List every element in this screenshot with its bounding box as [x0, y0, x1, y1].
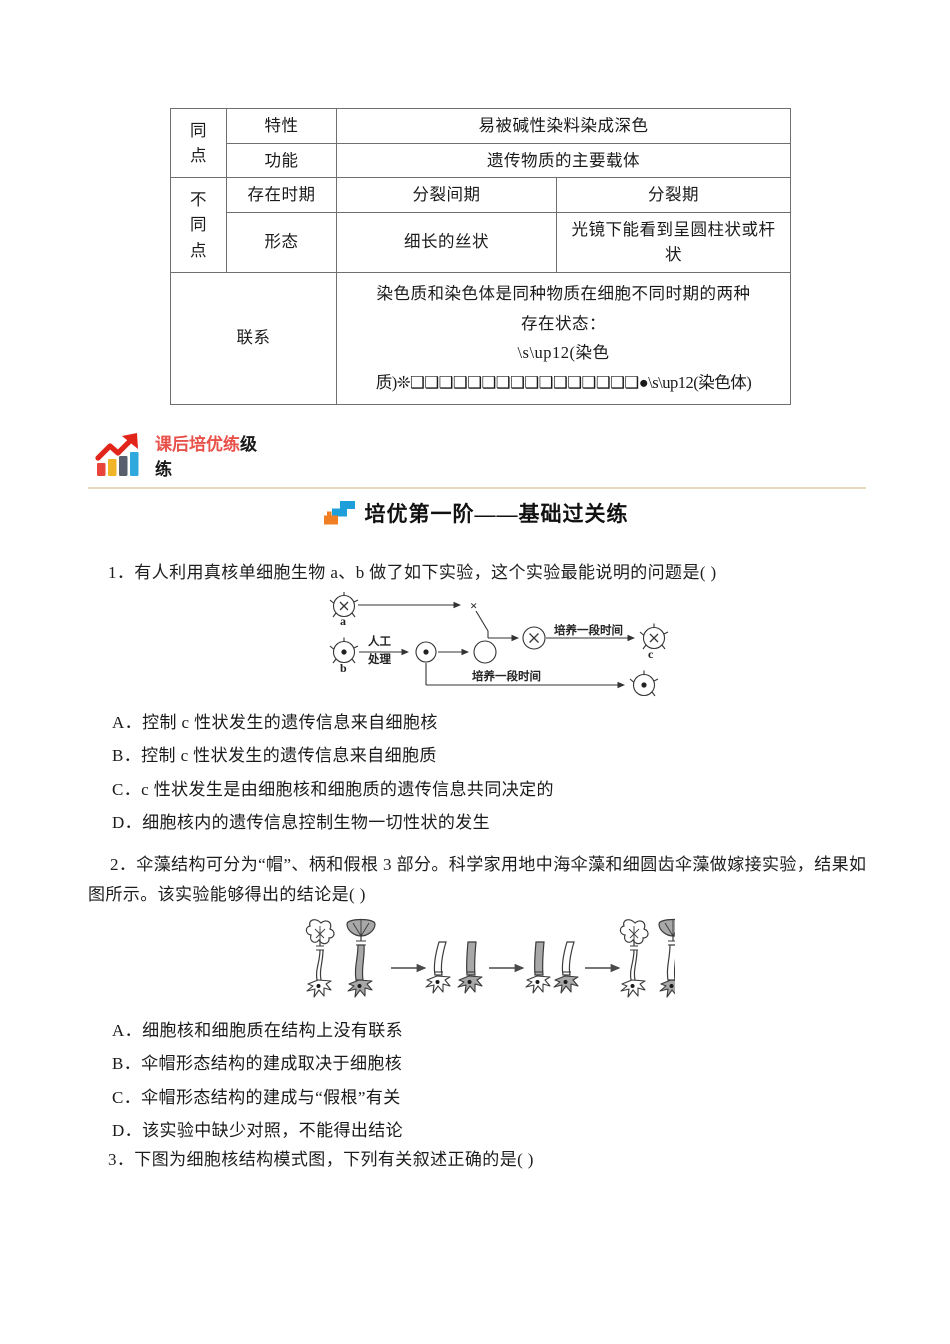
cell-category-same: 同 点: [170, 107, 227, 179]
table-row: 不 同 点 存在时期 分裂间期 分裂期: [170, 177, 791, 273]
table-row: 同 点 特性 易被碱性染料染成深色: [170, 107, 791, 179]
cat-char-2: 点: [190, 146, 207, 166]
cat-char-1: 同: [190, 120, 207, 140]
cell-value-property: 易被碱性染料染成深色: [336, 108, 791, 144]
figure1-treat-line2: 处理: [367, 652, 391, 666]
figure1-label-b: b: [340, 661, 347, 675]
cell-label-link: 联系: [170, 271, 337, 405]
logo-title: 课后培优练级 练: [155, 430, 257, 482]
figure1-culture-top: 培养一段时间: [554, 623, 623, 637]
figure1-label-c: c: [648, 647, 654, 661]
cat-char-3: 点: [190, 240, 207, 260]
cat-char-2: 同: [190, 215, 207, 235]
chromatin-chromosome-comparison-table: 同 点 特性 易被碱性染料染成深色 功能 遗传物质的主要载体 不 同 点 存在时…: [170, 107, 791, 405]
figure1-treat-line1: 人工: [368, 634, 391, 648]
table-row: 联系 染色质和染色体是同种物质在细胞不同时期的两种 存在状态： \s\up12(…: [170, 271, 791, 405]
cell-attribute-period: 存在时期: [226, 177, 337, 213]
cell-value-function: 遗传物质的主要载体: [336, 142, 791, 179]
figure1-cross-symbol: ×: [470, 598, 477, 613]
section-header: 培优第一阶——基础过关练: [0, 498, 950, 531]
link-line-3: \s\up12(染色: [517, 343, 610, 363]
cell-attribute-function: 功能: [226, 142, 337, 179]
cell-value-morphology-right: 光镜下能看到呈圆柱状或杆状: [556, 211, 791, 273]
link-line-2: 存在状态：: [521, 313, 606, 333]
section-title: 培优第一阶——基础过关练: [364, 502, 629, 526]
question-3-stem: 3．下图为细胞核结构模式图，下列有关叙述正确的是( ): [108, 1150, 534, 1169]
cell-value-link: 染色质和染色体是同种物质在细胞不同时期的两种 存在状态： \s\up12(染色 …: [336, 271, 791, 405]
horizontal-divider: [88, 487, 866, 489]
option-d: D．细胞核内的遗传信息控制生物一切性状的发生: [112, 813, 491, 833]
logo-title-line2: 练: [155, 459, 172, 479]
option-b: B．控制 c 性状发生的遗传信息来自细胞质: [112, 746, 437, 766]
option-b: B．伞帽形态结构的建成取决于细胞核: [112, 1054, 403, 1074]
cell-value-morphology-mid: 细长的丝状: [336, 211, 557, 273]
cell-value-period-mid: 分裂间期: [336, 177, 557, 213]
option-a: A．细胞核和细胞质在结构上没有联系: [112, 1021, 404, 1040]
option-a: A．控制 c 性状发生的遗传信息来自细胞核: [112, 713, 438, 732]
cell-value-period-right: 分裂期: [556, 177, 791, 213]
question-2-options: A．细胞核和细胞质在结构上没有联系 B．伞帽形态结构的建成取决于细胞核 C．伞帽…: [112, 1014, 403, 1148]
steps-icon: [322, 500, 356, 526]
option-c: C．c 性状发生是由细胞核和细胞质的遗传信息共同决定的: [112, 779, 554, 799]
logo-title-red: 课后培优练: [155, 435, 240, 454]
figure1-culture-bottom: 培养一段时间: [472, 669, 541, 683]
growth-chart-icon: [95, 430, 147, 478]
cat-char-1: 不: [190, 189, 207, 209]
question-2-figure: [285, 912, 675, 1012]
question-1-figure: × a b c 人工 处理 培养一段时间 培养一段时间: [322, 592, 682, 698]
question-1-stem: 1．有人利用真核单细胞生物 a、b 做了如下实验，这个实验最能说明的问题是( ): [108, 563, 717, 582]
table-row: 形态 细长的丝状 光镜下能看到呈圆柱状或杆状: [171, 211, 791, 273]
cell-attribute-property: 特性: [226, 108, 337, 144]
cell-attribute-morphology: 形态: [226, 211, 337, 273]
link-line-4: 质)❊❑❑❑❑❑❑❑❑❑❑❑❑❑❑❑❑●\s\up12(染色体): [375, 372, 752, 392]
question-2-stem: 2．伞藻结构可分为“帽”、柄和假根 3 部分。科学家用地中海伞藻和细圆齿伞藻做嫁…: [88, 855, 867, 904]
option-c: C．伞帽形态结构的建成与“假根”有关: [112, 1087, 401, 1107]
table-row: 功能 遗传物质的主要载体: [171, 142, 791, 179]
option-d: D．该实验中缺少对照，不能得出结论: [112, 1121, 404, 1141]
link-line-1: 染色质和染色体是同种物质在细胞不同时期的两种: [376, 283, 751, 303]
section-logo: 课后培优练级 练: [95, 430, 257, 482]
cell-category-different: 不 同 点: [170, 177, 227, 273]
logo-title-black: 级: [240, 435, 257, 454]
figure1-label-a: a: [340, 614, 346, 628]
question-1-options: A．控制 c 性状发生的遗传信息来自细胞核 B．控制 c 性状发生的遗传信息来自…: [112, 706, 554, 840]
